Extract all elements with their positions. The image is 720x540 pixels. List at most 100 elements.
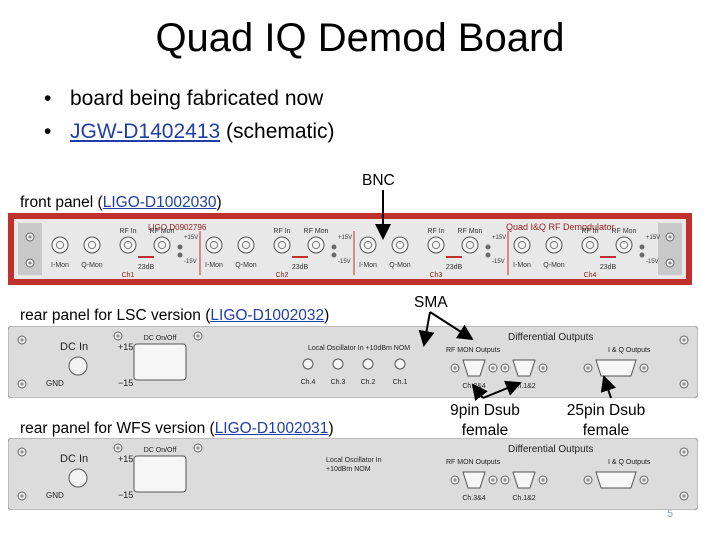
i-mon-bnc-icon-inner: [517, 240, 527, 250]
power-switch-icon: [133, 455, 187, 493]
lo-channel-label: Ch.4: [301, 379, 316, 386]
rf-mon-bnc-icon-inner: [311, 240, 321, 250]
bnc-label: BNC: [362, 172, 395, 189]
rf-mon-bnc-icon-inner: [465, 240, 475, 250]
rf-in-bnc-icon: [581, 236, 599, 254]
led-icon: [485, 244, 491, 250]
front-panel-label-prefix: front panel (: [20, 194, 103, 211]
rf-in-label: RF In: [119, 228, 136, 235]
i-mon-bnc-icon: [513, 236, 531, 254]
rf-in-bnc-icon-inner: [585, 240, 595, 250]
rf-in-bnc-icon: [273, 236, 291, 254]
rf-mon-bnc-icon-inner: [157, 240, 167, 250]
screw-center: [503, 478, 507, 482]
q-mon-bnc-icon-inner: [395, 240, 405, 250]
rear-wfs-doc-link[interactable]: LIGO-D1002031: [214, 420, 329, 437]
q-mon-bnc-icon-inner: [87, 240, 97, 250]
lo-channel-label: Ch.3: [331, 379, 346, 386]
q-mon-bnc-icon: [83, 236, 101, 254]
i-mon-label: I-Mon: [513, 262, 531, 269]
screw-center: [682, 494, 686, 498]
rear-lsc-doc-link[interactable]: LIGO-D1002032: [210, 307, 325, 324]
screw-center: [682, 450, 686, 454]
rear-wfs-face: [8, 438, 698, 510]
schematic-link[interactable]: JGW-D1402413: [70, 120, 221, 143]
m15-label: -15V: [184, 259, 197, 265]
q-mon-bnc-icon-inner: [241, 240, 251, 250]
rf-mon-dsub9-icon: [512, 471, 536, 489]
q-mon-bnc-icon: [391, 236, 409, 254]
i-mon-bnc-icon-inner: [55, 240, 65, 250]
diff-outputs-label: Differential Outputs: [508, 332, 593, 343]
iq-outputs-label: I & Q Outputs: [608, 347, 651, 354]
channel-label: Ch4: [584, 272, 597, 279]
dc-in-connector-icon: [68, 468, 88, 488]
screw-center: [682, 382, 686, 386]
screw-center: [541, 478, 545, 482]
front-panel-label-suffix: ): [216, 194, 222, 211]
lo-label: Local Oscillator In +10dBm NOM: [308, 345, 410, 352]
dsub-b-label: Ch.1&2: [512, 383, 535, 390]
screw-center: [541, 366, 545, 370]
screw-center: [196, 334, 200, 338]
screw-center: [682, 338, 686, 342]
screw-center: [116, 334, 120, 338]
front-panel-image: LIGO D0902796 Quad I&Q RF Demodulator I-M…: [8, 213, 692, 285]
iq-dsub25-icon: [595, 359, 637, 377]
rf-mon-label: RF Mon: [612, 228, 637, 235]
led-icon: [639, 252, 645, 258]
dsub-b-label: Ch.1&2: [512, 495, 535, 502]
front-doc-id: LIGO D0902796: [148, 223, 207, 232]
rf-mon-label: RF Mon: [458, 228, 483, 235]
p15-label: +15V: [646, 235, 660, 241]
screw-center: [586, 478, 590, 482]
screw-center: [642, 478, 646, 482]
p15-label: +15V: [184, 235, 198, 241]
front-title: Quad I&Q RF Demodulator: [506, 222, 615, 232]
rf-mon-bnc-icon: [307, 236, 325, 254]
dc-in-connector-icon: [68, 356, 88, 376]
i-mon-bnc-icon-inner: [363, 240, 373, 250]
m15-label: -15V: [492, 259, 505, 265]
rf-mon-label: RF Mon: [150, 228, 175, 235]
dsub25-label-line1: 25pin Dsub: [566, 402, 646, 419]
screw-center: [491, 366, 495, 370]
front-panel-doc-link[interactable]: LIGO-D1002030: [102, 194, 217, 211]
channel-label: Ch3: [430, 272, 443, 279]
gnd-label: GND: [46, 379, 64, 388]
rf-mon-outputs-label: RF MON Outputs: [446, 347, 501, 354]
rf-mon-outputs-label: RF MON Outputs: [446, 459, 501, 466]
led-icon: [177, 244, 183, 250]
lo-level-label: +10dBm NOM: [326, 466, 371, 473]
gain-label: 23dB: [138, 264, 155, 271]
screw-center: [491, 478, 495, 482]
iq-dsub25-icon: [595, 471, 637, 489]
rear-lsc-face: [8, 326, 698, 398]
p15-label: +15V: [492, 235, 506, 241]
rf-mon-dsub9-icon: [462, 359, 486, 377]
dc-on-off-label: DC On/Off: [144, 335, 177, 342]
i-mon-bnc-icon: [51, 236, 69, 254]
rear-wfs-label-prefix: rear panel for WFS version (: [20, 420, 215, 437]
screw-center: [196, 446, 200, 450]
p15-label: +15: [118, 342, 133, 352]
rear-wfs-label-suffix: ): [328, 420, 334, 437]
lo-label: Local Oscillator In: [326, 457, 382, 464]
rf-mon-dsub9-icon: [512, 359, 536, 377]
diff-outputs-label: Differential Outputs: [508, 444, 593, 455]
dc-in-label: DC In: [60, 453, 88, 465]
rf-in-bnc-icon-inner: [277, 240, 287, 250]
channel-label: Ch2: [276, 272, 289, 279]
rf-in-label: RF In: [427, 228, 444, 235]
i-mon-label: I-Mon: [205, 262, 223, 269]
sma-label: SMA: [414, 294, 448, 311]
i-mon-bnc-icon: [205, 236, 223, 254]
p15-label: +15V: [338, 235, 352, 241]
q-mon-label: Q-Mon: [543, 262, 565, 269]
rear-lsc-label-suffix: ): [324, 307, 330, 324]
dsub-a-label: Ch.3&4: [462, 383, 485, 390]
